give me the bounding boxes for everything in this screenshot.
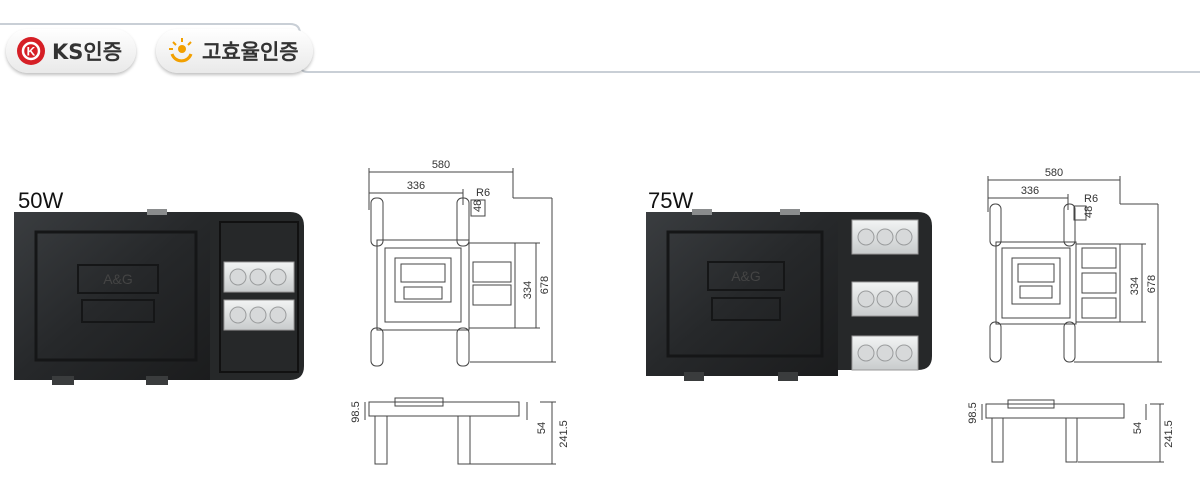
high-efficiency-label: 고효율인증 [202,40,299,64]
dim-50w-width-total: 580 [432,159,450,171]
ks-certification-badge: K KS인증 [6,29,137,73]
dim-75w-side-small: 54 [1132,422,1144,434]
dim-75w-radius: R6 [1084,193,1098,205]
dim-50w-side-height: 98.5 [350,401,362,422]
high-efficiency-badge: 고효율인증 [156,29,313,73]
dim-50w-side-total: 241.5 [558,420,570,448]
dim-50w-height-total: 678 [539,276,551,294]
dim-50w-width-body: 336 [407,180,425,192]
dim-75w-width-body: 336 [1021,185,1039,197]
product-50w-wattage: 50W [18,188,64,213]
svg-text:K: K [27,45,36,59]
product-75w-wattage: 75W [648,188,694,213]
product-50w-logo: A&G [103,271,133,287]
dim-50w-side-small: 54 [536,422,548,434]
dim-75w-side-height: 98.5 [967,402,979,423]
dim-50w-radius: R6 [476,187,490,199]
ks-mark-icon: K [16,36,46,66]
certification-bar: K KS인증 고효율인증 [0,0,1200,80]
dim-50w-height-module: 334 [522,281,534,299]
dim-75w-height-total: 678 [1146,275,1158,293]
dim-75w-tab: 48 [1083,206,1095,218]
dim-75w-height-module: 334 [1129,277,1141,295]
ks-certification-label: KS인증 [52,40,123,64]
high-efficiency-sun-icon [166,36,196,66]
dim-50w-tab: 48 [472,200,484,212]
dim-75w-side-total: 241.5 [1163,420,1175,448]
dim-75w-width-total: 580 [1045,167,1063,179]
product-75w-logo: A&G [731,268,761,284]
